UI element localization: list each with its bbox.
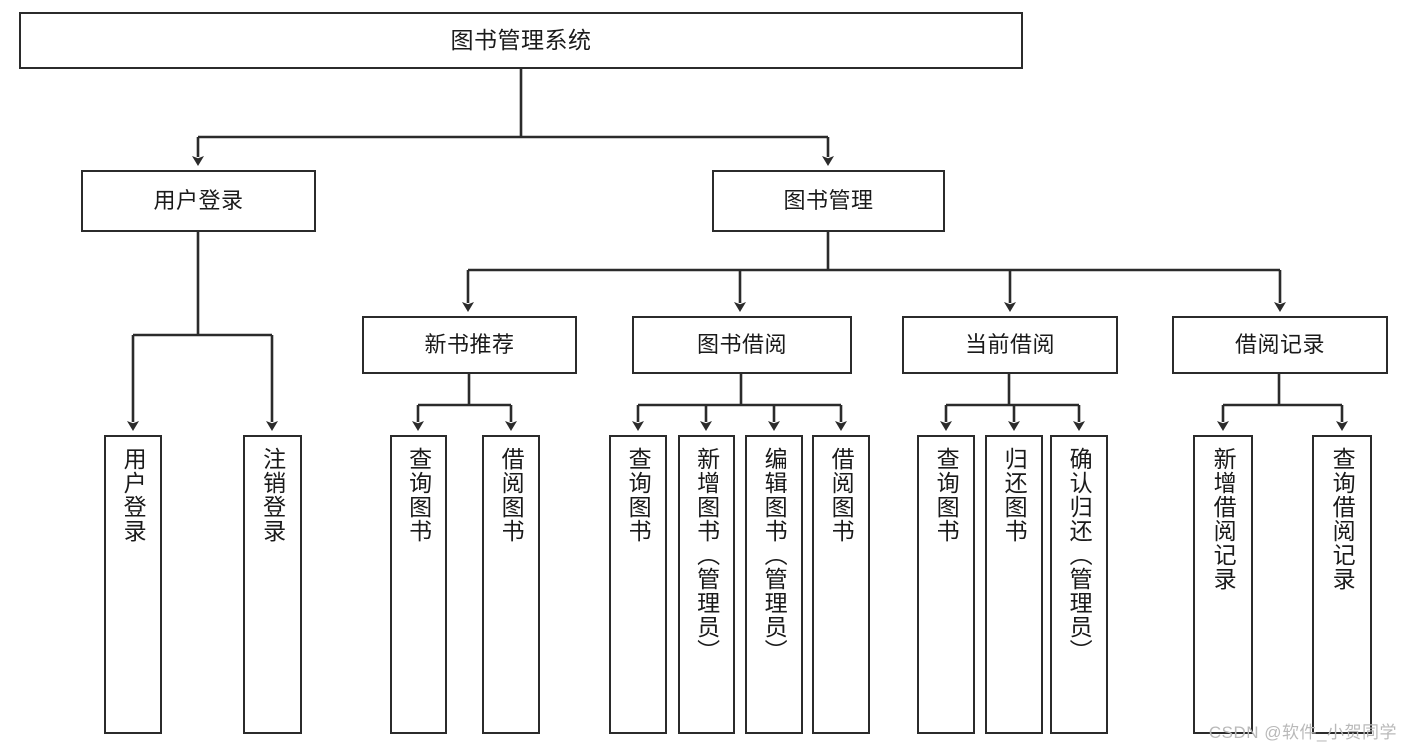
node-leaf-query-borrow-record[interactable]: 查询借阅记录 xyxy=(1312,435,1372,734)
node-user-login[interactable]: 用户登录 xyxy=(81,170,316,232)
connector-bus xyxy=(133,232,272,337)
node-leaf-add-borrow-record-label: 新增借阅记录 xyxy=(1210,447,1237,591)
node-leaf-logout-label: 注销登录 xyxy=(259,447,286,543)
connector-bus xyxy=(468,232,1280,272)
node-book-management[interactable]: 图书管理 xyxy=(712,170,945,232)
node-leaf-return-book[interactable]: 归还图书 xyxy=(985,435,1043,734)
node-leaf-query-book-current-label: 查询图书 xyxy=(933,447,960,543)
node-leaf-borrow-book-new-label: 借阅图书 xyxy=(498,447,525,543)
node-leaf-add-book-admin[interactable]: 新增图书（管理员） xyxy=(678,435,735,734)
node-leaf-borrow-book[interactable]: 借阅图书 xyxy=(812,435,870,734)
node-borrow-records[interactable]: 借阅记录 xyxy=(1172,316,1388,374)
node-leaf-query-book-new-label: 查询图书 xyxy=(405,447,432,543)
node-root[interactable]: 图书管理系统 xyxy=(19,12,1023,69)
connector-bus xyxy=(638,374,841,407)
node-current-borrow-label: 当前借阅 xyxy=(964,332,1055,358)
node-leaf-return-book-label: 归还图书 xyxy=(1001,447,1028,543)
node-borrow-records-label: 借阅记录 xyxy=(1234,332,1325,358)
node-leaf-confirm-return-admin[interactable]: 确认归还（管理员） xyxy=(1050,435,1108,734)
node-new-book-recommend-label: 新书推荐 xyxy=(424,332,515,358)
node-new-book-recommend[interactable]: 新书推荐 xyxy=(362,316,577,374)
node-leaf-borrow-book-new[interactable]: 借阅图书 xyxy=(482,435,540,734)
node-leaf-logout[interactable]: 注销登录 xyxy=(243,435,302,734)
node-book-management-label: 图书管理 xyxy=(783,188,874,214)
node-user-login-label: 用户登录 xyxy=(153,188,244,214)
node-leaf-user-login-label: 用户登录 xyxy=(120,447,147,543)
node-leaf-confirm-return-admin-label: 确认归还（管理员） xyxy=(1066,447,1093,663)
node-book-borrow-label: 图书借阅 xyxy=(696,332,787,358)
node-leaf-add-borrow-record[interactable]: 新增借阅记录 xyxy=(1193,435,1253,734)
node-leaf-query-book-current[interactable]: 查询图书 xyxy=(917,435,975,734)
node-current-borrow[interactable]: 当前借阅 xyxy=(902,316,1118,374)
connector-bus xyxy=(198,69,828,139)
node-root-label: 图书管理系统 xyxy=(450,27,592,54)
node-leaf-borrow-book-label: 借阅图书 xyxy=(828,447,855,543)
node-leaf-add-book-admin-label: 新增图书（管理员） xyxy=(693,447,720,663)
node-leaf-edit-book-admin[interactable]: 编辑图书（管理员） xyxy=(745,435,803,734)
connector-bus xyxy=(418,374,511,407)
node-leaf-query-book-label: 查询图书 xyxy=(625,447,652,543)
node-leaf-user-login[interactable]: 用户登录 xyxy=(104,435,162,734)
connector-bus xyxy=(946,374,1079,407)
node-leaf-edit-book-admin-label: 编辑图书（管理员） xyxy=(761,447,788,663)
node-leaf-query-book-new[interactable]: 查询图书 xyxy=(390,435,447,734)
connector-bus xyxy=(1223,374,1342,407)
watermark: CSDN @软件_小贺同学 xyxy=(1208,723,1397,742)
node-leaf-query-borrow-record-label: 查询借阅记录 xyxy=(1329,447,1356,591)
node-leaf-query-book[interactable]: 查询图书 xyxy=(609,435,667,734)
node-book-borrow[interactable]: 图书借阅 xyxy=(632,316,852,374)
